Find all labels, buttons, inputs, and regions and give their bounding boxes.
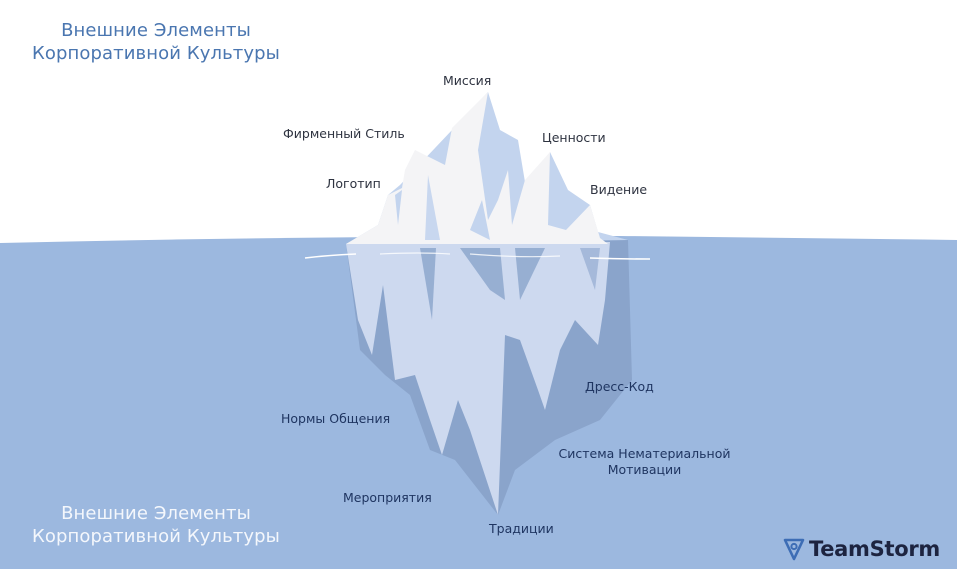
heading-bottom-line1: Внешние Элементы [61, 503, 251, 524]
iceberg-above [346, 92, 608, 244]
heading-bottom: Внешние Элементы Корпоративной Культуры [0, 502, 312, 548]
brand-logo: TeamStorm [783, 534, 940, 564]
label-dress-code: Дресс-Код [585, 379, 654, 394]
label-vision: Видение [590, 182, 648, 197]
heading-top: Внешние Элементы Корпоративной Культуры [0, 19, 312, 65]
brand-name: TeamStorm [809, 537, 940, 561]
label-values: Ценности [542, 130, 606, 145]
label-logo: Логотип [326, 176, 381, 191]
label-traditions: Традиции [489, 521, 554, 536]
heading-bottom-line2: Корпоративной Культуры [32, 526, 280, 547]
heading-top-line2: Корпоративной Культуры [32, 43, 280, 64]
label-mission: Миссия [443, 73, 492, 88]
label-motivation-line2: Мотивации [607, 462, 682, 477]
iceberg-below [346, 242, 610, 515]
label-motivation-line1: Система Нематериальной [558, 446, 731, 461]
label-events: Мероприятия [343, 490, 432, 505]
label-motivation-system: Система Нематериальной Мотивации [546, 446, 743, 478]
label-brand-style: Фирменный Стиль [283, 126, 405, 141]
label-communication-norms: Нормы Общения [281, 411, 391, 426]
shield-pin-icon [783, 538, 805, 561]
heading-top-line1: Внешние Элементы [61, 20, 251, 41]
